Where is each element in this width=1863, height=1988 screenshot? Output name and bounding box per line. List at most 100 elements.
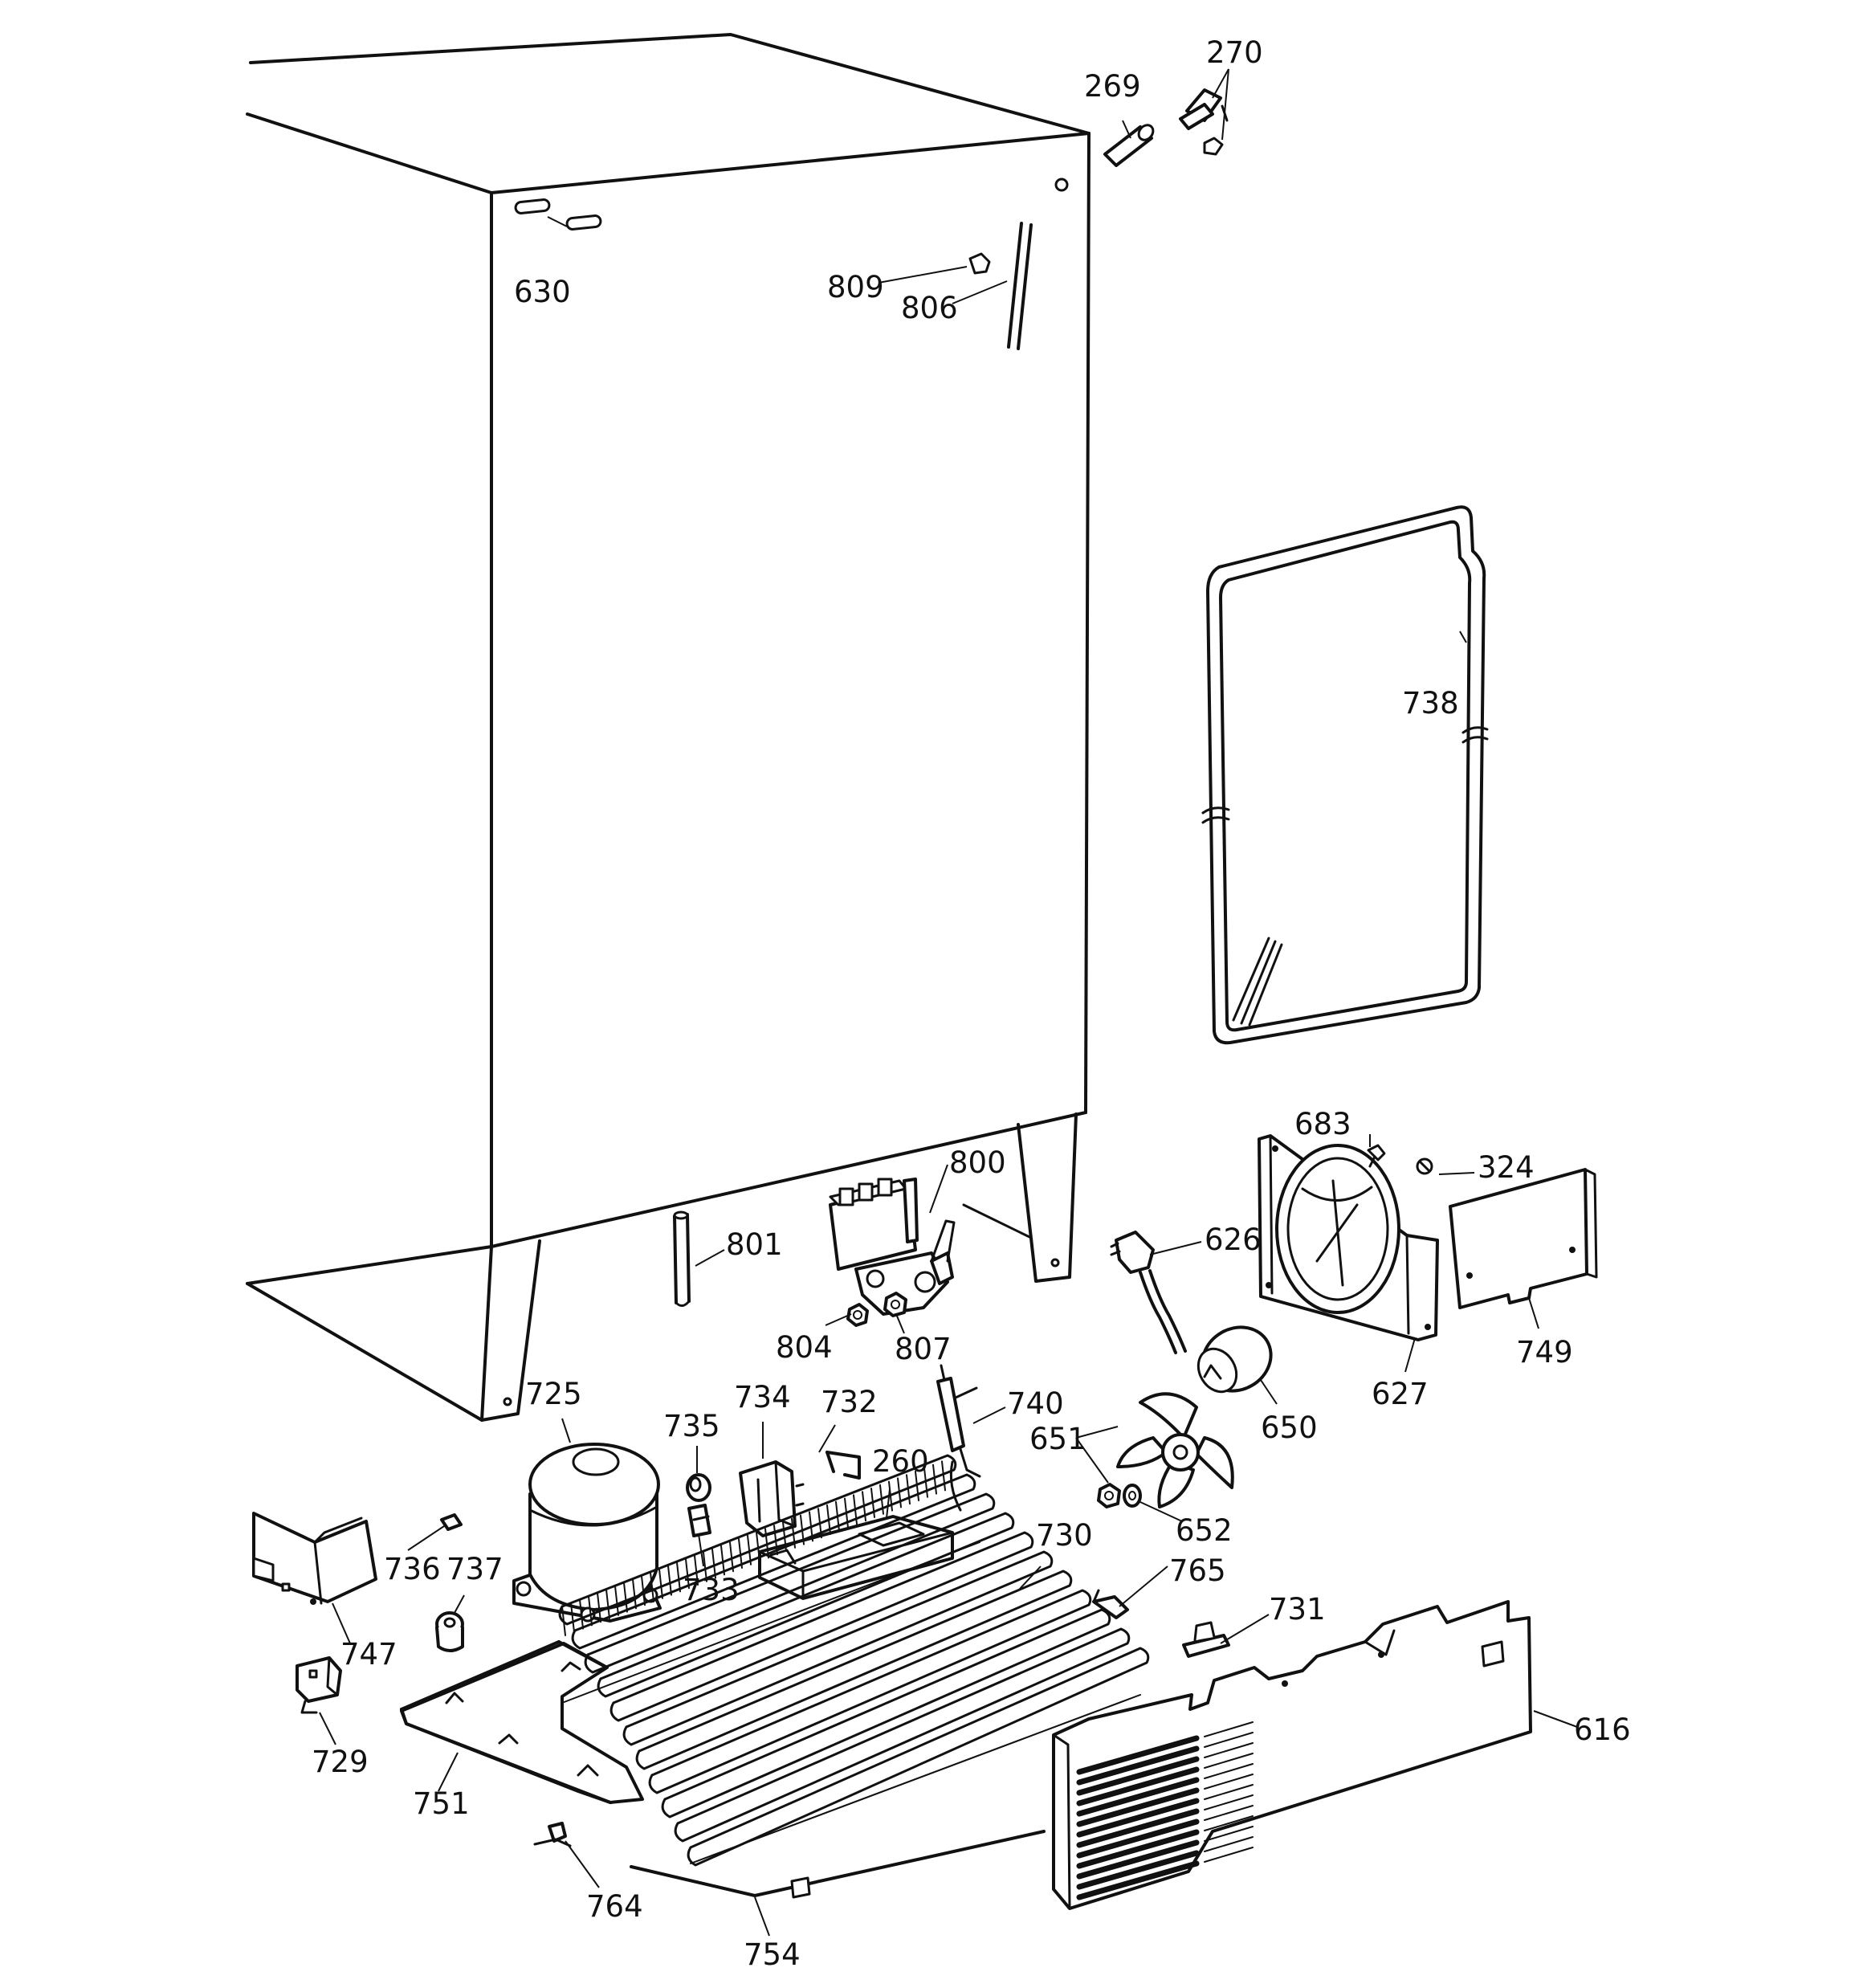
condenser-tube [571,1473,976,1650]
condenser-wire [817,1508,822,1539]
label-733: 733 [683,1573,740,1607]
condenser-wire [809,1511,813,1542]
grille-slot [1076,1745,1200,1786]
grille-slot [1076,1777,1200,1817]
condenser-wire [738,1538,743,1569]
grille-rib [1204,1753,1254,1769]
grille-slot [1076,1839,1200,1880]
condenser-tube [622,1550,1054,1746]
condenser-wire [826,1504,831,1535]
label-734: 734 [734,1380,791,1414]
label-626: 626 [1205,1223,1262,1257]
label-731: 731 [1269,1592,1326,1627]
water-valve-800 [829,1178,956,1316]
condenser-wire [879,1484,884,1515]
condenser-wire [685,1558,690,1590]
condenser-wire [597,1592,601,1623]
grille-slot [1076,1735,1200,1775]
condenser-tube [597,1512,1015,1698]
label-650: 650 [1261,1410,1318,1445]
label-725: 725 [525,1377,582,1411]
label-732: 732 [821,1385,878,1419]
condenser-wire [897,1477,902,1508]
condenser-wire [729,1541,734,1573]
grille-slot [1076,1850,1200,1890]
bracket-731 [1182,1621,1230,1658]
label-736: 736 [384,1552,441,1586]
refrigerator-cabinet [246,33,1090,1422]
label-730: 730 [1036,1518,1093,1553]
condenser-wire [667,1565,672,1596]
grille-slot [1076,1819,1200,1859]
condenser-wire [791,1517,796,1549]
condenser-wire [853,1494,858,1525]
condenser-tube [648,1589,1092,1794]
grille-rib [1204,1721,1254,1737]
condenser-wire [756,1531,760,1562]
condenser-wire [862,1491,866,1522]
cover-749 [1449,1168,1598,1309]
condenser-wire [915,1471,919,1501]
label-616: 616 [1574,1712,1631,1747]
condenser-wire [747,1534,752,1565]
grille-rib [1204,1774,1254,1790]
grille-slot [1076,1829,1200,1869]
label-738: 738 [1402,686,1459,720]
condenser-wire [764,1528,769,1559]
tube-801 [673,1210,691,1307]
label-751: 751 [413,1786,470,1821]
clip-736 [440,1513,463,1531]
base-plate-751 [400,1640,1046,1899]
condenser-wire [658,1568,663,1599]
condenser-wire [676,1561,681,1593]
screw-683 [1367,1144,1386,1168]
washer-652 [1123,1484,1142,1508]
grille-rib [1204,1805,1254,1821]
condenser-wire [782,1521,787,1552]
condenser-wire [588,1595,593,1627]
grille-rib [1204,1836,1254,1852]
label-260: 260 [872,1444,929,1479]
relay-734 [739,1460,805,1537]
grille-slot [1076,1756,1200,1796]
nut-807 [883,1292,907,1317]
nut-804 [846,1303,869,1327]
grille-rib [1204,1763,1254,1779]
label-627: 627 [1372,1377,1429,1411]
condenser-wire [579,1598,584,1630]
drain-pan-260 [758,1515,954,1600]
clip-764 [533,1822,572,1847]
grille-slot [1076,1808,1200,1848]
condenser-wire [888,1480,893,1512]
condenser-coil-730 [558,1454,1150,1867]
grille-616 [1052,1600,1532,1910]
grille-slot [1076,1860,1200,1900]
grille-rib [1204,1742,1254,1758]
screw-324 [1416,1157,1433,1175]
condenser-wire [641,1575,646,1606]
condenser-wire [623,1582,628,1613]
part-270-clip [1179,88,1229,156]
condenser-tube [558,1454,957,1626]
fan-shroud-627 [1258,1134,1439,1341]
relay-729 [296,1656,342,1714]
leader-lines [319,68,1578,1937]
fan-motor-650 [1196,1325,1273,1394]
part-number-labels: 630 809 806 269 270 738 683 324 800 801 … [312,35,1631,1972]
label-729: 729 [312,1745,369,1779]
fan-blade-651 [1116,1392,1234,1508]
condenser-wire [941,1460,946,1492]
label-270: 270 [1206,35,1263,70]
condenser-wire [650,1572,654,1602]
condenser-wire [694,1555,699,1586]
condenser-wire [773,1525,778,1556]
label-809: 809 [827,270,884,304]
label-749: 749 [1516,1335,1573,1370]
condenser-wire [703,1551,707,1582]
label-737: 737 [446,1552,503,1586]
grille-slot [1076,1798,1200,1838]
label-764: 764 [586,1889,643,1924]
condenser-wire [570,1602,575,1633]
condenser-wire [906,1474,911,1505]
grille-rib [1204,1815,1254,1831]
